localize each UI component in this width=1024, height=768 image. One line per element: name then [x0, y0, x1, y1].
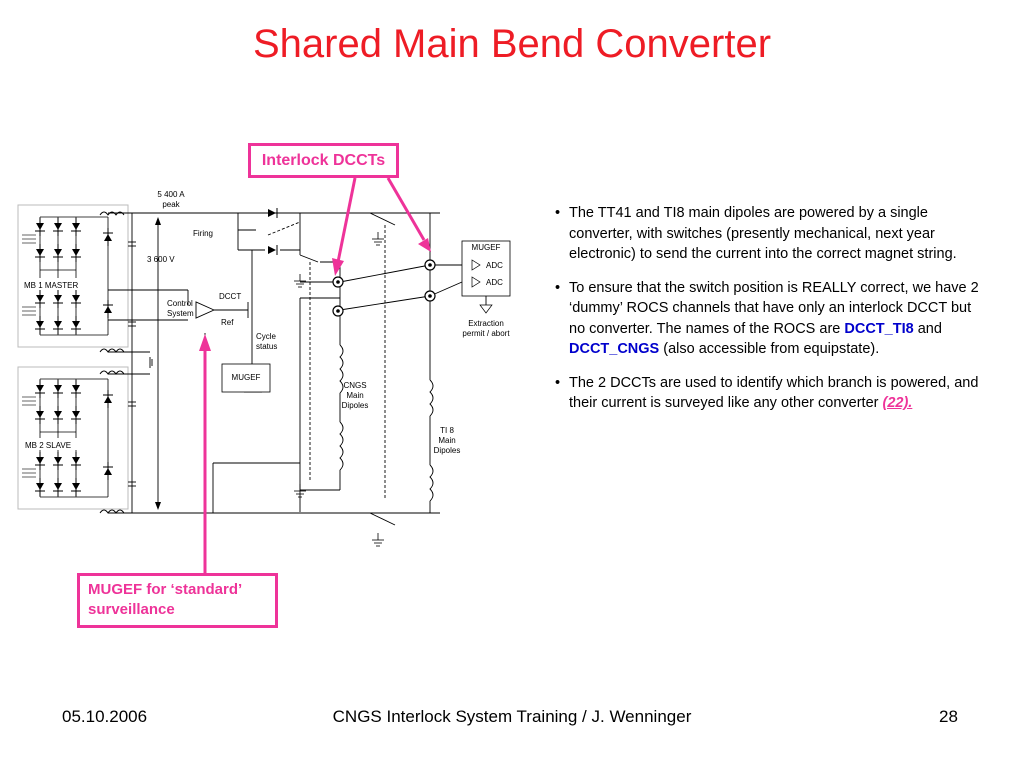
bullet-2-text-b: (also accessible from equipstate).	[659, 341, 880, 357]
dcct-ti8-keyword: DCCT_TI8	[844, 320, 914, 337]
footer-date: 05.10.2006	[62, 707, 148, 726]
mugef-callout-line1: MUGEF for ‘standard’	[88, 581, 243, 598]
bullet-item: The TT41 and TI8 main dipoles are powere…	[555, 203, 985, 265]
slide-title: Shared Main Bend Converter	[252, 22, 772, 66]
mb1-master-bridge: MB 1 MASTER	[18, 205, 128, 347]
reference-link[interactable]: (22).	[882, 395, 913, 411]
mb2-label: MB 2 SLAVE	[25, 441, 71, 450]
mugef-inner-label: MUGEF	[232, 373, 261, 382]
mugef-callout-line2: surveillance	[88, 601, 175, 618]
ti8-label-3: Dipoles	[434, 446, 461, 455]
cngs-label-3: Dipoles	[342, 401, 369, 410]
extraction-label-2: permit / abort	[462, 329, 510, 338]
mugef-box-label: MUGEF	[472, 243, 501, 252]
bullet-2-text-a: To ensure that the switch position is RE…	[569, 279, 979, 337]
dcct-cngs-keyword: DCCT_CNGS	[569, 341, 660, 357]
cycle-label-1: Cycle	[256, 332, 277, 341]
voltage-label: 3 600 V	[147, 255, 175, 264]
mugef-surveillance-callout: MUGEF for ‘standard’ surveillance	[77, 573, 278, 628]
ref-label: Ref	[221, 318, 234, 327]
control-label-2: System	[167, 309, 194, 318]
arrow-head-dcct-ti8	[418, 238, 431, 252]
control-label-1: Control	[167, 299, 193, 308]
callout-arrows	[203, 177, 426, 573]
interlock-dccts-callout: Interlock DCCTs	[248, 143, 399, 178]
bullet-list: The TT41 and TI8 main dipoles are powere…	[555, 203, 985, 427]
mugef-adc-box	[461, 240, 511, 314]
footer-title: CNGS Interlock System Training / J. Wenn…	[332, 707, 692, 726]
firing-label: Firing	[193, 229, 213, 238]
bullet-2-and: and	[913, 320, 942, 337]
current-value-label: 5 400 A	[157, 190, 185, 199]
arrow-head-mugef	[199, 334, 211, 351]
page-number: 28	[939, 707, 958, 726]
ti8-label-1: TI 8	[440, 426, 454, 435]
bullet-item: To ensure that the switch position is RE…	[555, 278, 985, 360]
control-amplifier	[195, 301, 216, 319]
ti8-label-2: Main	[438, 436, 455, 445]
dcct-label: DCCT	[219, 292, 241, 301]
adc-label-2: ADC	[486, 278, 503, 287]
bullet-1-text: The TT41 and TI8 main dipoles are powere…	[569, 205, 957, 262]
cycle-label-2: status	[256, 342, 277, 351]
bullet-3-text: The 2 DCCTs are used to identify which b…	[569, 374, 979, 412]
current-unit-label: peak	[162, 200, 180, 209]
mb1-label: MB 1 MASTER	[24, 281, 78, 290]
wiring	[99, 211, 487, 526]
arrow-head-dcct-cngs	[332, 258, 344, 276]
adc-label-1: ADC	[486, 261, 503, 270]
dcct-sensors	[332, 259, 436, 317]
bullet-item: The 2 DCCTs are used to identify which b…	[555, 373, 985, 414]
mb2-slave-bridge: MB 2 SLAVE	[18, 367, 128, 509]
extraction-label-1: Extraction	[468, 319, 504, 328]
cngs-label-2: Main	[346, 391, 363, 400]
cngs-label-1: CNGS	[343, 381, 366, 390]
mugef-inner-box	[221, 363, 271, 393]
